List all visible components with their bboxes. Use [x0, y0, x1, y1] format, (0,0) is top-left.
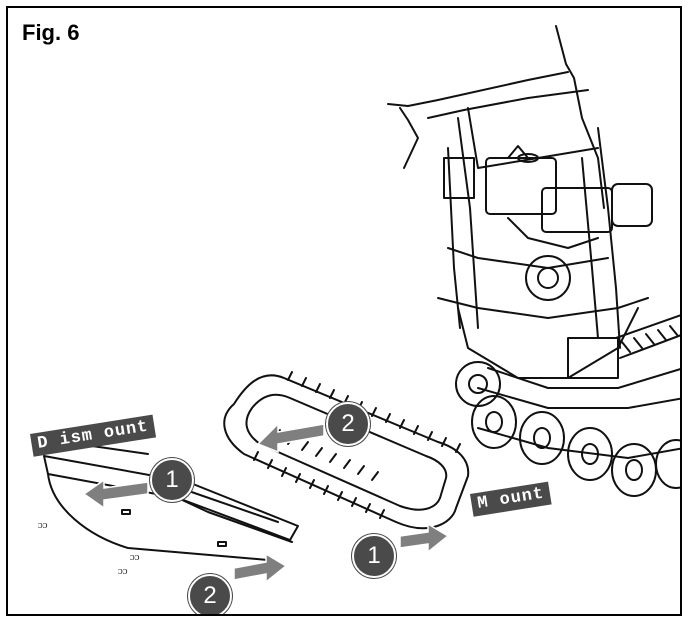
svg-text:ᴐᴐ: ᴐᴐ	[130, 552, 140, 563]
arrow-mount-step2	[233, 552, 288, 584]
arrow-dismount-step2	[256, 422, 325, 454]
arrow-dismount-step1	[82, 478, 149, 510]
svg-text:ᴐᴐ: ᴐᴐ	[118, 566, 128, 577]
mount-step1-callout: 1	[352, 534, 396, 578]
figure-title: Fig. 6	[22, 20, 80, 45]
arrow-mount-step1	[399, 522, 450, 554]
dismount-step2-callout: 2	[326, 402, 370, 446]
svg-text:ᴐᴐ: ᴐᴐ	[38, 520, 48, 531]
figure-frame: Fig. 6	[6, 6, 682, 616]
machine-line-art: ᴐᴐ ᴐᴐ ᴐᴐ	[38, 25, 680, 584]
dismount-step1-callout: 1	[150, 458, 194, 502]
mount-step2-callout: 2	[188, 574, 232, 614]
